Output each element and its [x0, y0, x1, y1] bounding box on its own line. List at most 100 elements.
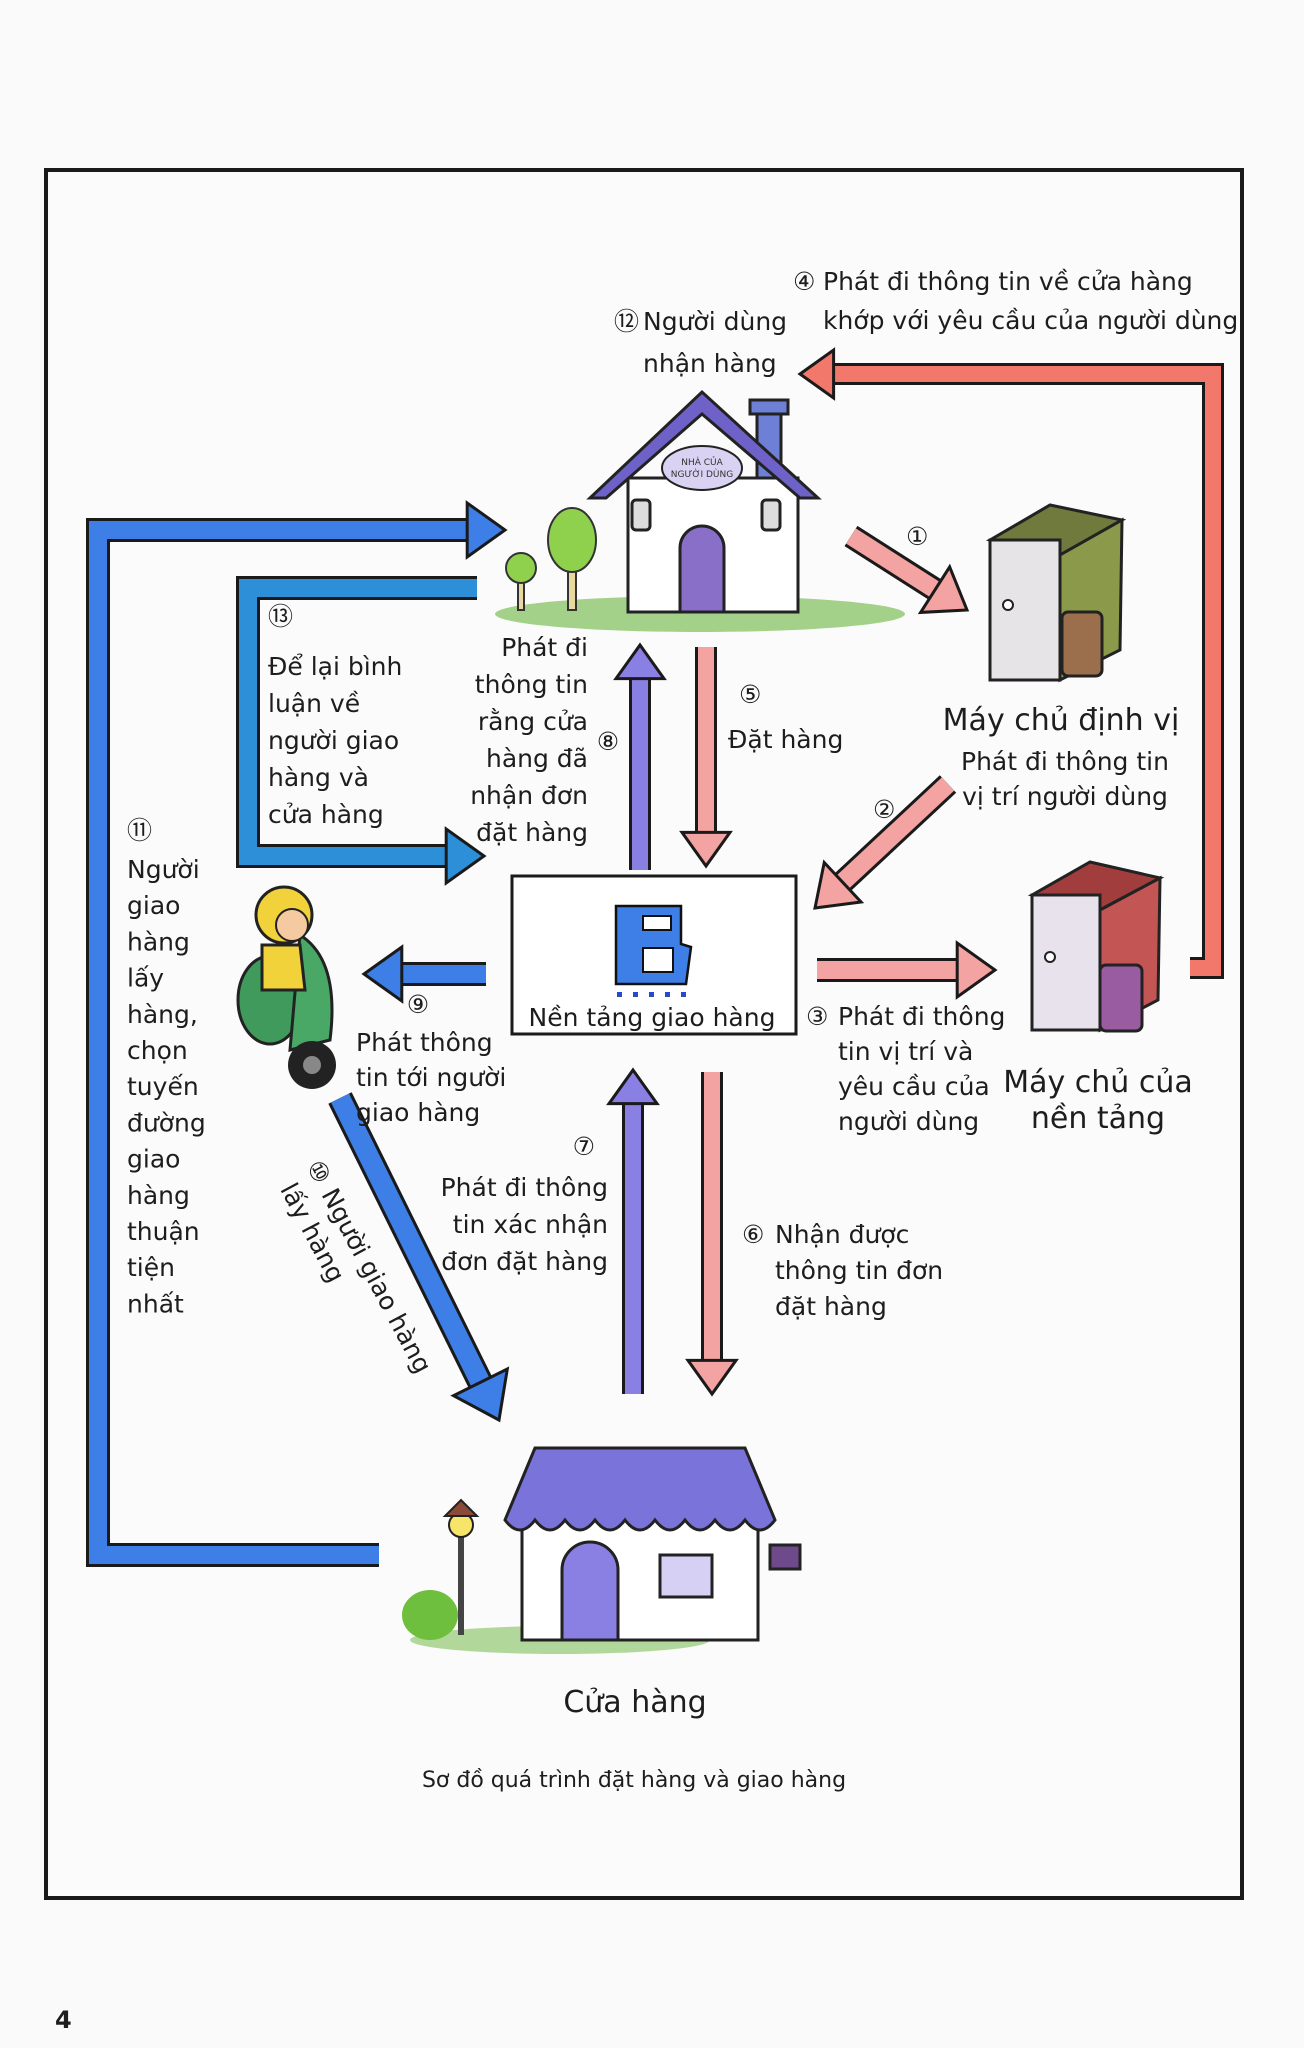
- step-text-line: Phát thông: [356, 1028, 493, 1057]
- step-number: ⑧: [597, 727, 619, 756]
- step-text-line: giao hàng: [356, 1098, 480, 1127]
- arrow-shaft: [833, 366, 1221, 976]
- door: [678, 524, 726, 614]
- step-number: ①: [906, 522, 928, 551]
- locator-server-illustration: [985, 503, 1127, 683]
- step-text-line: thông tin đơn: [775, 1256, 943, 1285]
- arrow-step-6: [685, 1072, 739, 1397]
- step-number: ⑫: [614, 307, 639, 336]
- arrow-head: [679, 830, 733, 869]
- step-text-line: nhất: [127, 1289, 184, 1318]
- street-lamp: [458, 1530, 464, 1635]
- step-text-line: Người: [127, 855, 200, 884]
- step-text-line: vị trí người dùng: [962, 782, 1168, 811]
- server-case: [988, 538, 1062, 682]
- step-text-line: hàng: [127, 1181, 190, 1210]
- window: [630, 498, 652, 532]
- step-5-label: ⑤ Đặt hàng: [728, 680, 843, 754]
- step-3-label: ③ Phát đi thông tin vị trí và yêu cầu của ng…: [806, 1002, 1005, 1136]
- shop-illustration: [402, 1446, 802, 1654]
- step-text-line: Người dùng: [643, 307, 787, 336]
- step-text-line: tin xác nhận: [453, 1210, 608, 1239]
- tree: [547, 507, 597, 573]
- platform-server-label: nền tảng: [1031, 1101, 1165, 1136]
- user-house-illustration: NHÀ CỦA NGƯỜI DÙNG: [495, 389, 905, 632]
- arrow-shaft: [89, 521, 468, 1564]
- step-number: ②: [873, 795, 895, 824]
- arrow-step-8: [613, 642, 667, 870]
- arrow-head: [955, 940, 998, 1000]
- delivery-platform: [510, 874, 798, 1036]
- step-text-line: nhận đơn: [470, 781, 588, 810]
- arrow-step-3: [817, 940, 998, 1000]
- server-case: [1030, 893, 1102, 1032]
- bush: [402, 1590, 458, 1640]
- step-text-line: Phát đi thông: [838, 1002, 1005, 1031]
- step-text-line: người dùng: [838, 1107, 979, 1136]
- platform-server-label: Máy chủ của: [1003, 1065, 1193, 1100]
- shop-body: [520, 1513, 760, 1642]
- courier-scooter-illustration: [236, 885, 336, 1089]
- step-number: ④: [793, 267, 815, 296]
- arrow-head: [465, 500, 508, 560]
- arrow-head: [797, 347, 836, 401]
- arrow-shaft: [331, 1093, 490, 1387]
- step-text-line: hàng đã: [486, 744, 588, 773]
- arrow-step-4: [797, 347, 1224, 979]
- trash-bin: [1098, 963, 1144, 1033]
- step-text-line: Phát đi thông tin về cửa hàng: [823, 267, 1193, 296]
- step-text-line: giao: [127, 891, 180, 920]
- step-text-line: tin vị trí và: [838, 1037, 973, 1066]
- step-text-line: Đặt hàng: [728, 725, 843, 754]
- logo-dots: [617, 992, 686, 997]
- arrow-step-5: [679, 647, 733, 869]
- step-text-line: tiện: [127, 1253, 175, 1282]
- step-text-line: Phát đi thông tin: [961, 747, 1169, 776]
- shop-door: [560, 1540, 620, 1642]
- arrow-step-10: [328, 1092, 510, 1423]
- step-text-line: giao: [127, 1145, 180, 1174]
- shop-window: [658, 1553, 714, 1599]
- step-text-line: đặt hàng: [476, 818, 588, 847]
- step-2-label: ② Phát đi thông tin vị trí người dùng: [873, 747, 1169, 824]
- step-text-line: người giao: [268, 726, 399, 755]
- step-number: ⑤: [739, 680, 761, 709]
- step-text-line: Phát đi: [501, 633, 588, 662]
- tree: [505, 552, 537, 584]
- page-number: 4: [55, 2006, 72, 2034]
- step-text-line: cửa hàng: [268, 800, 384, 829]
- arrow-step-11: [86, 500, 508, 1567]
- step-text-line: lấy: [127, 964, 164, 993]
- arrow-step-9: [361, 944, 486, 1004]
- step-1-label: ①: [906, 522, 928, 551]
- step-text-line: đường: [127, 1108, 206, 1137]
- step-text-line: luận về: [268, 689, 360, 718]
- step-text-line: hàng: [127, 927, 190, 956]
- arrow-head: [361, 944, 404, 1004]
- step-number: ③: [806, 1002, 828, 1031]
- step-text-line: chọn: [127, 1036, 188, 1065]
- arrow-head: [813, 859, 865, 910]
- arrow-step-2: [813, 775, 957, 910]
- step-text-line: rằng cửa: [478, 707, 588, 736]
- arrow-head: [606, 1067, 660, 1106]
- step-text-line: Nhận được: [775, 1220, 909, 1249]
- step-text-line: đơn đặt hàng: [441, 1247, 608, 1276]
- house-sign-line: NHÀ CỦA: [681, 456, 723, 468]
- arrow-head: [685, 1358, 739, 1397]
- window: [760, 498, 782, 532]
- step-number: ⑬: [268, 602, 293, 631]
- step-text-line: yêu cầu của: [838, 1072, 990, 1101]
- step-text-line: Phát đi thông: [441, 1173, 608, 1202]
- step-number: ⑪: [127, 816, 152, 845]
- shop-label: Cửa hàng: [563, 1685, 706, 1720]
- step-11-label: ⑪Ngườigiaohànglấyhàng,chọntuyếnđườnggiao…: [127, 816, 206, 1318]
